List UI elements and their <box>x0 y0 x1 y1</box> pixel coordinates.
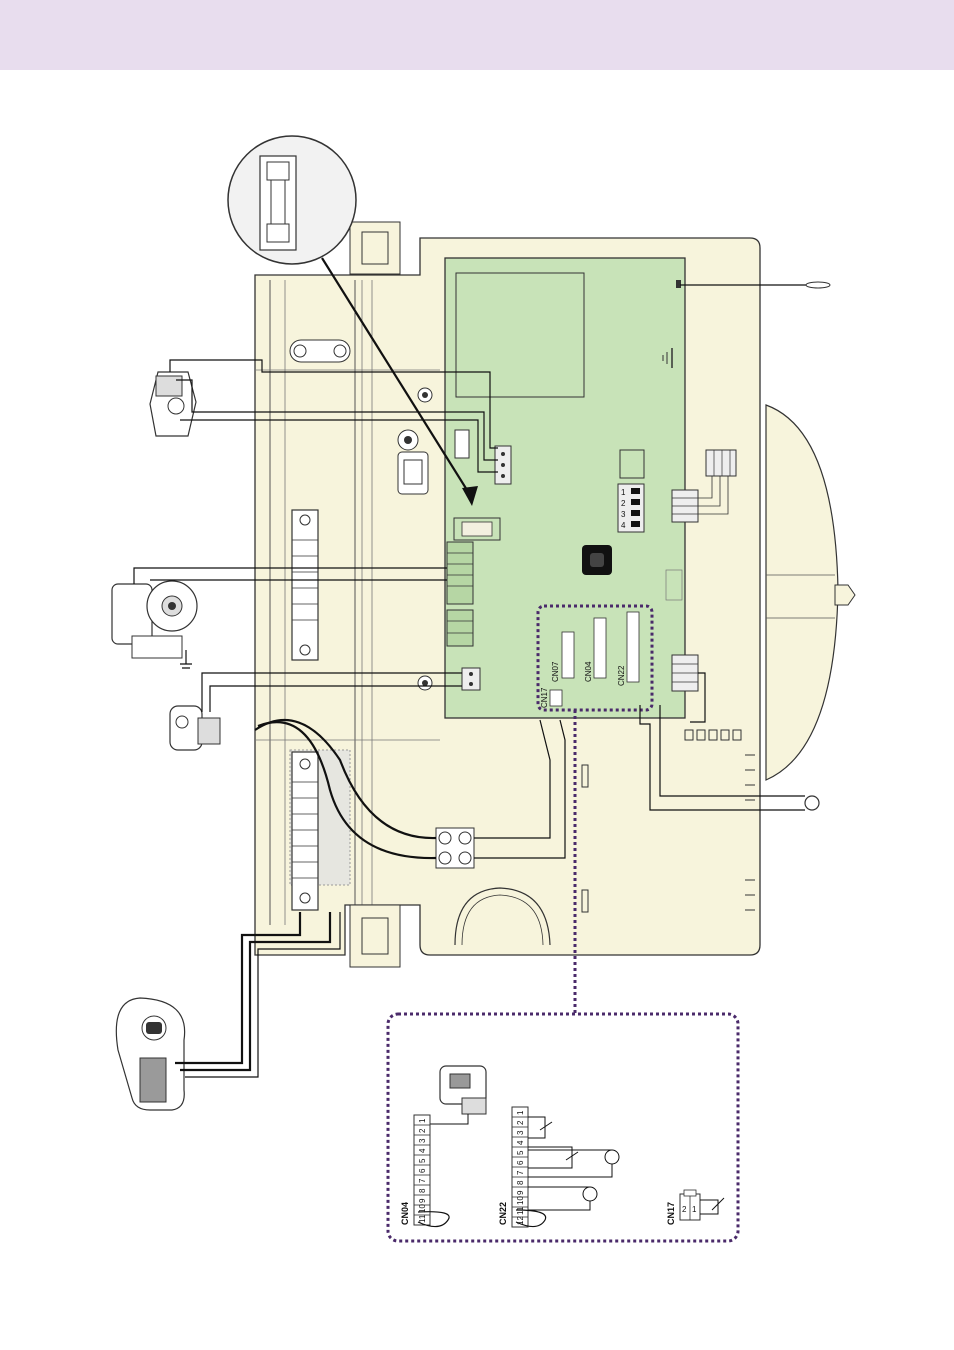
right-dome <box>766 405 855 780</box>
cn04-pin-3: 3 <box>418 1138 427 1143</box>
cn04-pin-7: 7 <box>418 1178 427 1183</box>
cn22-pin-1: 1 <box>516 1110 525 1115</box>
svg-text:CN17: CN17 <box>666 1202 676 1225</box>
terminal-strip-upper <box>292 510 318 660</box>
cn17-pin-2: 2 <box>682 1205 687 1214</box>
cn22-pin-4: 4 <box>516 1140 525 1145</box>
cn04-pin-8: 8 <box>418 1188 427 1193</box>
cn22-pin-7: 7 <box>516 1170 525 1175</box>
cn17-pin-1: 1 <box>692 1205 697 1214</box>
room-control-unit <box>116 998 184 1110</box>
cn04-pin-5: 5 <box>418 1158 427 1163</box>
dip-switch-1: 1 <box>621 488 626 497</box>
screw-top <box>418 388 432 402</box>
cn04-pin-4: 4 <box>418 1148 427 1153</box>
svg-text:CN04: CN04 <box>584 661 593 682</box>
cable-clamp-top <box>290 340 350 362</box>
cn04-pin-2: 2 <box>418 1128 427 1133</box>
fan-component <box>150 372 196 436</box>
svg-text:CN04: CN04 <box>400 1202 410 1225</box>
cn04-pin-11: 11 <box>418 1214 427 1223</box>
cn22-pin-6: 6 <box>516 1160 525 1165</box>
screw-mid <box>418 676 432 690</box>
dip-switch-block: 1 2 3 4 <box>618 484 644 532</box>
svg-text:CN17: CN17 <box>540 687 549 708</box>
cn22-pin-8: 8 <box>516 1180 525 1185</box>
cn22-pin-9: 9 <box>516 1190 525 1195</box>
dip-switch-2: 2 <box>621 499 626 508</box>
cn22-pin-2: 2 <box>516 1120 525 1125</box>
svg-text:CN22: CN22 <box>498 1202 508 1225</box>
svg-text:CN07: CN07 <box>551 661 560 682</box>
earth-terminals <box>436 828 474 868</box>
cn22-pin-10: 10 <box>516 1196 525 1205</box>
dip-switch-4: 4 <box>621 521 626 530</box>
cn22-pin-5: 5 <box>516 1150 525 1155</box>
svg-text:CN22: CN22 <box>617 665 626 686</box>
gas-valve-component <box>170 706 220 750</box>
board-connector-cn17: CN17 <box>540 687 562 708</box>
cn04-pin-6: 6 <box>418 1168 427 1173</box>
cn22-pin-3: 3 <box>516 1130 525 1135</box>
cn04-pin-9: 9 <box>418 1198 427 1203</box>
pump-component <box>112 581 197 658</box>
cn04-pin-1: 1 <box>418 1118 427 1123</box>
dip-switch-3: 3 <box>621 510 626 519</box>
